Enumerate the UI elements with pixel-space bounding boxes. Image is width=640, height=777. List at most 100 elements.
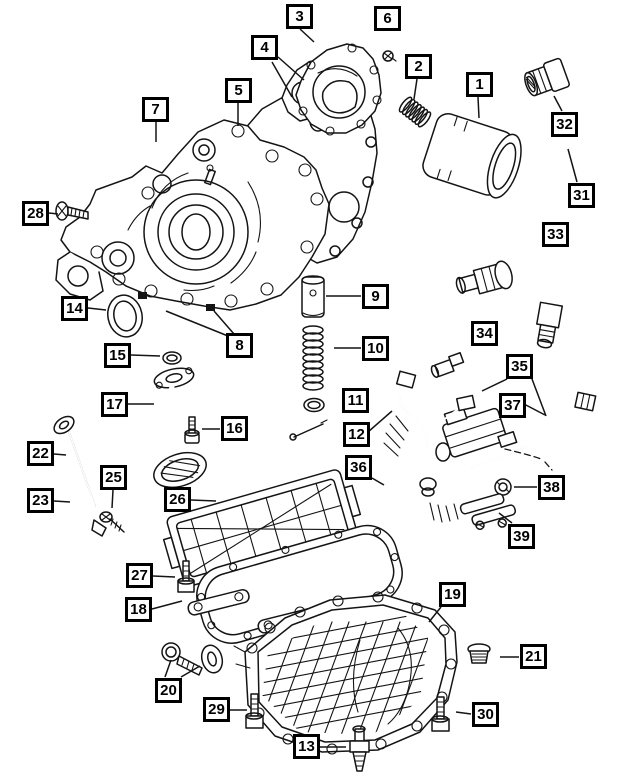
callout-20[interactable]: 20	[155, 678, 182, 703]
part-windage-tray	[162, 469, 362, 587]
callout-28[interactable]: 28	[22, 201, 49, 226]
callout-8[interactable]: 8	[226, 333, 253, 358]
part-hose-manifold	[442, 407, 518, 458]
callout-2[interactable]: 2	[405, 54, 432, 79]
leader-line-2	[413, 78, 418, 100]
callout-9[interactable]: 9	[362, 284, 389, 309]
callout-22[interactable]: 22	[27, 441, 54, 466]
callout-18[interactable]: 18	[125, 597, 152, 622]
callout-21[interactable]: 21	[520, 644, 547, 669]
leader-line-3	[299, 28, 315, 43]
part-oring-11	[303, 397, 325, 413]
leader-line-36	[371, 477, 385, 486]
leader-line-20	[180, 665, 201, 678]
part-dipstick-tube	[77, 468, 107, 537]
leader-line-30	[455, 711, 472, 715]
leader-line-23	[53, 500, 71, 503]
callout-3[interactable]: 3	[286, 4, 313, 29]
callout-11[interactable]: 11	[342, 388, 369, 413]
part-clamp-39	[459, 493, 517, 531]
leader-line-20	[164, 659, 172, 678]
leader-line-1	[477, 96, 480, 119]
leader-line-8	[165, 310, 229, 337]
leader-line-19	[428, 606, 442, 623]
callout-1[interactable]: 1	[466, 72, 493, 97]
callout-39[interactable]: 39	[508, 524, 535, 549]
leader-line-32	[553, 95, 563, 112]
callout-17[interactable]: 17	[101, 392, 128, 417]
leader-line-12	[367, 410, 393, 433]
callout-30[interactable]: 30	[472, 702, 499, 727]
leader-line-35	[481, 378, 508, 392]
part-pickup-tube	[153, 367, 207, 489]
leader-line-31	[567, 148, 578, 183]
callout-25[interactable]: 25	[100, 465, 127, 490]
part-filter-fitting	[524, 57, 570, 97]
leader-line-14	[87, 307, 107, 311]
part-oil-pressure-sensor	[455, 252, 564, 349]
callout-13[interactable]: 13	[293, 734, 320, 759]
part-drain-plug	[349, 725, 370, 772]
callout-32[interactable]: 32	[551, 112, 578, 137]
callout-29[interactable]: 29	[203, 697, 230, 722]
callout-26[interactable]: 26	[164, 487, 191, 512]
part-pin-12	[289, 419, 328, 441]
callout-37[interactable]: 37	[499, 393, 526, 418]
callout-35[interactable]: 35	[506, 354, 533, 379]
callout-12[interactable]: 12	[343, 422, 370, 447]
leader-line-39	[498, 512, 513, 524]
leader-line-25	[111, 489, 114, 509]
part-screw-25	[99, 511, 125, 533]
callout-38[interactable]: 38	[538, 475, 565, 500]
callout-16[interactable]: 16	[221, 416, 248, 441]
callout-5[interactable]: 5	[225, 78, 252, 103]
part-plug-21	[467, 643, 491, 664]
callout-19[interactable]: 19	[439, 582, 466, 607]
leader-line-22	[53, 453, 67, 456]
callout-34[interactable]: 34	[471, 321, 498, 346]
part-relief-valve-spring	[398, 96, 432, 128]
part-cooler-hose	[381, 358, 518, 523]
part-screw-28	[55, 201, 89, 221]
part-relief-valve	[301, 275, 325, 318]
callout-31[interactable]: 31	[568, 183, 595, 208]
part-bolt-30	[431, 696, 450, 732]
callout-36[interactable]: 36	[345, 455, 372, 480]
callout-4[interactable]: 4	[251, 35, 278, 60]
leader-lines	[48, 28, 578, 748]
leader-line-35	[531, 378, 547, 417]
part-nut-38	[494, 478, 512, 496]
part-timing-cover	[55, 119, 330, 311]
callout-6[interactable]: 6	[374, 6, 401, 31]
leader-line-26	[190, 499, 217, 502]
part-oring-15	[162, 351, 182, 365]
callout-27[interactable]: 27	[126, 563, 153, 588]
part-spring-10	[302, 325, 324, 391]
leader-line-18	[151, 600, 183, 610]
callout-7[interactable]: 7	[142, 97, 169, 122]
callout-15[interactable]: 15	[104, 343, 131, 368]
part-oil-pump	[295, 43, 382, 136]
callout-33[interactable]: 33	[542, 222, 569, 247]
part-bolt-27	[177, 560, 195, 593]
leader-line-15	[130, 354, 161, 357]
part-stud-and-grommet	[161, 642, 224, 676]
pan-lattice	[262, 610, 428, 735]
part-pump-screw	[382, 50, 397, 62]
part-dipstick	[53, 415, 96, 507]
part-bolt-16	[184, 416, 200, 444]
callout-10[interactable]: 10	[362, 336, 389, 361]
part-oil-filter	[422, 113, 522, 199]
leader-line-28	[48, 212, 59, 215]
part-bolt-29	[245, 693, 264, 729]
callout-23[interactable]: 23	[27, 488, 54, 513]
callout-14[interactable]: 14	[61, 296, 88, 321]
leader-line-8	[213, 310, 235, 335]
part-oil-pan	[233, 591, 458, 755]
part-cover-tabs	[138, 292, 215, 311]
leader-line-4	[271, 61, 293, 98]
leader-line-27	[152, 575, 176, 578]
